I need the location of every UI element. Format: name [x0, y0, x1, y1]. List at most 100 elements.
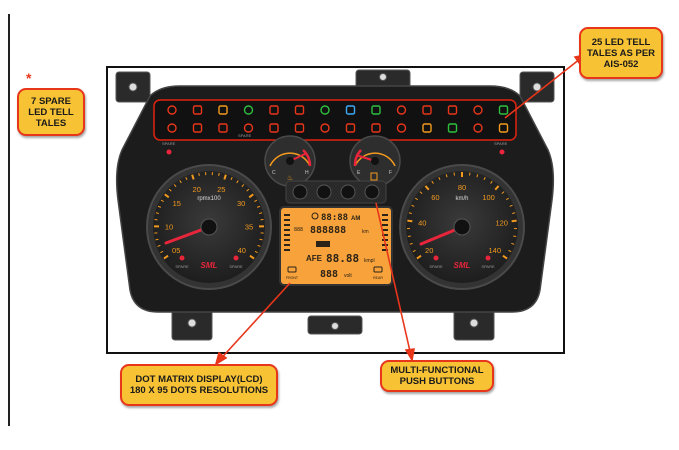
push-button-3[interactable]	[340, 184, 356, 200]
telltale-row-spare-label: SPARE	[238, 133, 252, 138]
callout-lcd-display: DOT MATRIX DISPLAY(LCD) 180 X 95 DOTS RE…	[120, 364, 278, 406]
lcd-display: 88:88 AM 888 888888 km AFE 88.88 kmpl FR…	[279, 206, 393, 286]
air-pressure-icon	[345, 123, 356, 133]
tachometer-major-tick	[249, 254, 255, 260]
speedometer-minor-tick	[412, 249, 416, 253]
tachometer-tick-label: 20	[193, 185, 201, 194]
tachometer-minor-tick	[241, 184, 245, 188]
parking-brake-icon	[320, 123, 330, 133]
speedometer-minor-tick	[508, 249, 512, 253]
power-icon	[447, 123, 458, 133]
speedometer-spare-right: SPARE	[481, 264, 495, 269]
tachometer-tick-label: 30	[237, 199, 245, 208]
fuel-low-label: E	[357, 170, 361, 176]
tachometer-minor-tick	[168, 188, 172, 192]
speedometer-tick-label: 140	[489, 246, 502, 255]
speedometer-minor-tick	[501, 191, 505, 194]
speedometer-minor-tick	[419, 191, 423, 194]
tachometer-minor-tick	[155, 238, 159, 241]
glow-plug-icon	[243, 123, 254, 133]
engine-check-icon	[294, 123, 305, 133]
tachometer-major-tick	[191, 174, 195, 180]
coolant-icon	[192, 105, 203, 115]
tachometer-minor-tick	[160, 250, 164, 254]
push-button-4[interactable]	[364, 184, 380, 200]
tachometer-spare-right: SPARE	[229, 264, 243, 269]
fuel-gauge: E F	[349, 135, 401, 187]
speedometer-major-tick	[511, 219, 517, 223]
glow-indicator-icon	[422, 123, 432, 133]
tyre-icon	[422, 105, 432, 115]
speedometer-minor-tick	[414, 197, 419, 201]
speedometer-minor-tick	[431, 180, 434, 184]
tachometer-minor-tick	[198, 172, 200, 176]
push-button-2[interactable]	[316, 184, 332, 200]
spare-asterisk: *	[26, 70, 32, 86]
side-spare-left-label: SPARE	[162, 141, 176, 146]
lcd-afe-unit: kmpl	[364, 258, 375, 264]
telltale-strip	[153, 99, 517, 141]
right-turn-icon	[371, 105, 381, 115]
low-beam-icon	[243, 105, 254, 115]
tachometer-major-tick	[164, 193, 170, 199]
tachometer-minor-tick	[259, 212, 263, 215]
speedometer-brand-logo: SML	[454, 261, 471, 270]
tachometer-brand-logo: SML	[201, 261, 218, 270]
fog-lamp-icon	[167, 123, 177, 133]
temperature-low-label: C	[272, 170, 276, 176]
callout-push-buttons: MULTI-FUNCTIONAL PUSH BUTTONS	[380, 360, 494, 392]
tachometer-tick-label: 25	[217, 185, 225, 194]
battery-icon	[192, 123, 203, 133]
tachometer-minor-tick	[179, 180, 182, 184]
speedometer-minor-tick	[408, 212, 412, 215]
lcd-odometer-unit: km	[362, 229, 369, 235]
left-margin-line	[8, 14, 10, 426]
lcd-right-button-icon	[373, 266, 383, 273]
exhaust-brake-icon	[498, 105, 509, 115]
tachometer-minor-tick	[157, 244, 161, 247]
tachometer-minor-tick	[259, 238, 263, 241]
tachometer-tick-label: 35	[245, 223, 253, 232]
seatbelt-icon	[167, 105, 177, 115]
fuel-pump-icon	[370, 172, 378, 181]
tachometer-major-tick	[248, 193, 254, 199]
speedometer-minor-tick	[490, 180, 493, 184]
warning-icon	[396, 123, 407, 133]
callout-led-telltales-text: 25 LED TELL TALES AS PER AIS-052	[586, 36, 656, 70]
push-button-1[interactable]	[292, 184, 308, 200]
tachometer-minor-tick	[257, 244, 261, 247]
lcd-odometer: 888888	[310, 225, 346, 236]
tachometer-minor-tick	[173, 184, 177, 188]
temperature-high-label: H	[305, 170, 309, 176]
speedometer-minor-tick	[483, 176, 486, 181]
speedometer-major-tick	[424, 185, 430, 191]
trailer-icon	[396, 105, 407, 115]
fuel-high-label: F	[389, 170, 392, 176]
coolant-temperature-icon: ♨	[287, 174, 293, 182]
tachometer-spare-left: SPARE	[175, 264, 189, 269]
speedometer-tick-label: 80	[458, 183, 466, 192]
brake-icon	[218, 105, 228, 115]
lcd-afe-label: AFE	[306, 254, 323, 263]
lcd-odo-prefix: 888	[294, 227, 303, 233]
tachometer-minor-tick	[236, 180, 239, 184]
speedometer-minor-tick	[505, 197, 510, 201]
truck-icon	[316, 241, 330, 247]
tachometer-unit: rpmx100	[197, 196, 221, 202]
lcd-left-button-icon	[287, 266, 297, 273]
lcd-right-button-label: REAR	[373, 276, 383, 280]
temperature-warning-icon	[294, 105, 305, 115]
abs-icon	[447, 105, 458, 115]
speedometer-spare-left: SPARE	[429, 264, 443, 269]
side-spare-right-label: SPARE	[494, 141, 508, 146]
tachometer-tick-label: 40	[238, 246, 246, 255]
speedometer-minor-tick	[513, 235, 517, 238]
speedometer-major-tick	[494, 185, 500, 191]
tachometer-major-tick	[163, 254, 169, 260]
lcd-clock-unit: AM	[351, 216, 360, 222]
service-icon	[371, 123, 381, 133]
speedometer-unit: km/h	[455, 196, 468, 202]
telltale-icons	[167, 105, 509, 133]
speedometer-minor-tick	[476, 174, 479, 178]
speedometer-major-tick	[416, 254, 422, 260]
